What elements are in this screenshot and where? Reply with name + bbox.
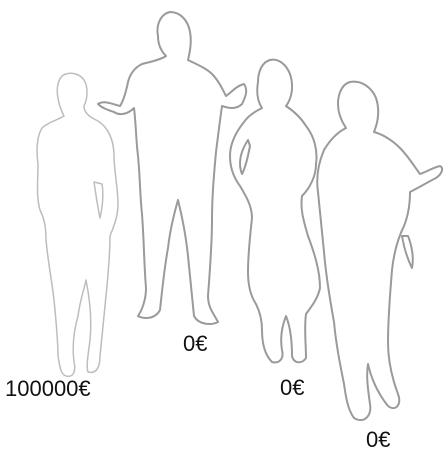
person-4-hand-detail	[402, 236, 413, 268]
person-2-silhouette	[98, 12, 246, 324]
person-4-silhouette	[317, 82, 442, 420]
person-1-silhouette	[37, 73, 118, 376]
person-4-amount-label: 0€	[366, 429, 390, 451]
person-1-amount-label: 100000€	[5, 378, 91, 400]
person-2-amount-label: 0€	[183, 333, 207, 355]
person-3-amount-label: 0€	[280, 377, 304, 399]
person-3-silhouette	[230, 60, 320, 363]
person-1-arm-detail	[94, 182, 103, 218]
person-3-arm-detail	[240, 140, 250, 174]
